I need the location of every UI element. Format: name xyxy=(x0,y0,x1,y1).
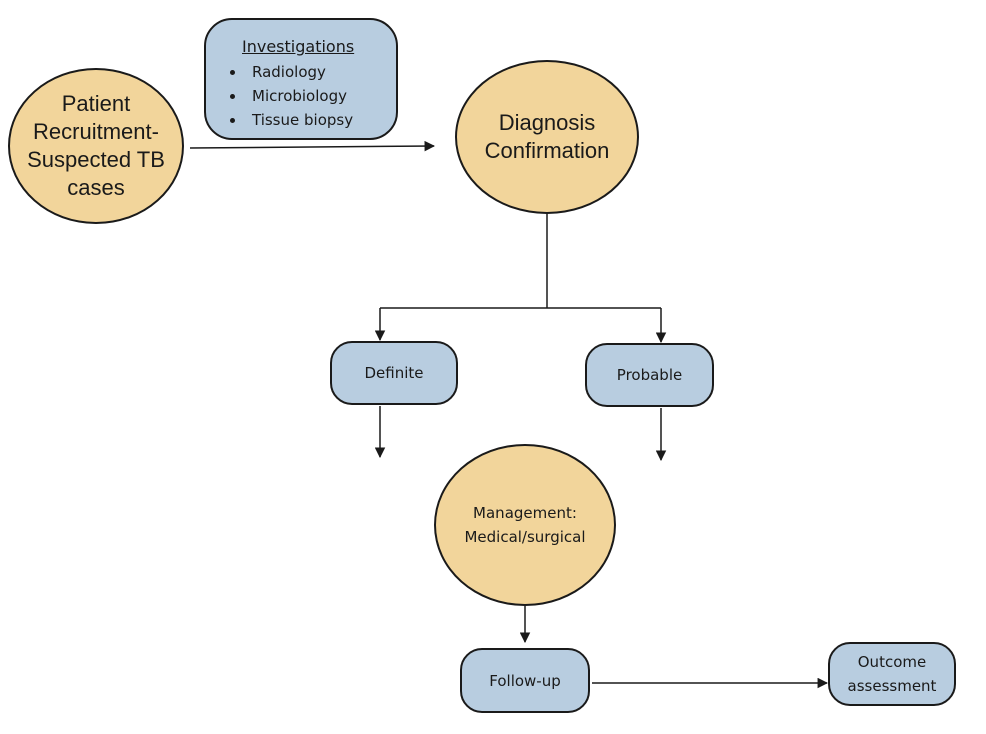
arrow-recruitment-to-diagnosis xyxy=(189,140,436,152)
probable-label: Probable xyxy=(616,366,683,384)
investigations-list: Radiology Microbiology Tissue biopsy xyxy=(224,60,353,132)
patient-recruitment-line: cases xyxy=(67,175,125,200)
patient-recruitment-line: Patient xyxy=(61,91,131,116)
investigation-item: Tissue biopsy xyxy=(246,108,353,132)
definite-node: Definite xyxy=(330,341,458,405)
investigations-title: Investigations xyxy=(242,37,355,56)
outcome-assessment-line: Outcome xyxy=(857,653,927,671)
definite-label: Definite xyxy=(364,364,424,382)
investigation-item: Microbiology xyxy=(246,84,353,108)
outcome-assessment-node: Outcome assessment xyxy=(828,642,956,706)
investigation-item: Radiology xyxy=(246,60,353,84)
diagnosis-confirmation-line: Confirmation xyxy=(484,138,610,163)
follow-up-node: Follow-up xyxy=(460,648,590,713)
patient-recruitment-line: Suspected TB xyxy=(27,147,165,172)
investigations-node: Investigations Radiology Microbiology Ti… xyxy=(204,18,398,140)
probable-node: Probable xyxy=(585,343,714,407)
diagnosis-confirmation-node: Diagnosis Confirmation xyxy=(455,60,639,214)
diagnosis-confirmation-line: Diagnosis xyxy=(498,110,596,135)
management-line: Management: xyxy=(473,504,577,522)
outcome-assessment-line: assessment xyxy=(847,677,937,695)
management-line: Medical/surgical xyxy=(464,528,586,546)
patient-recruitment-node: Patient Recruitment- Suspected TB cases xyxy=(8,68,184,224)
management-node: Management: Medical/surgical xyxy=(434,444,616,606)
follow-up-label: Follow-up xyxy=(489,671,561,690)
patient-recruitment-line: Recruitment- xyxy=(33,119,159,144)
